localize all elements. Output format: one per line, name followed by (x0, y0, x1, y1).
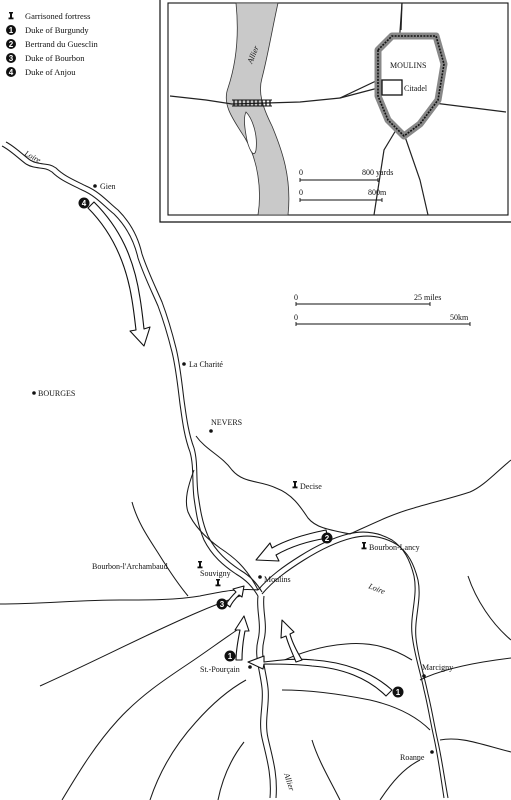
place-gien: Gien (100, 182, 116, 191)
inset-citadel (381, 79, 403, 96)
town-dot-icon (430, 750, 434, 754)
legend-label-bourbon: Duke of Bourbon (25, 53, 85, 63)
town-dot-icon (258, 575, 262, 579)
svg-text:800 yards: 800 yards (362, 168, 393, 177)
svg-text:0: 0 (299, 188, 303, 197)
place-moulins: Moulins (264, 575, 291, 584)
main-rivers (0, 141, 511, 800)
place-la-charite: La Charité (189, 360, 223, 369)
river-label-allier: Allier (282, 771, 297, 793)
inset-town-label: MOULINS (390, 61, 426, 70)
svg-text:0: 0 (299, 168, 303, 177)
town-dot-icon (209, 429, 213, 433)
river-label-loire-north: Loire (22, 148, 43, 165)
place-souvigny: Souvigny (200, 569, 231, 578)
fortress-icon (361, 542, 367, 550)
town-dot-icon (93, 184, 97, 188)
number-2-icon (321, 532, 333, 544)
svg-text:1: 1 (228, 652, 233, 661)
fortress-icon (292, 481, 298, 489)
legend-label-fortress: Garrisoned fortress (25, 11, 90, 21)
svg-text:800m: 800m (368, 188, 387, 197)
arrow-burgundy-main (247, 655, 393, 697)
number-1-icon (224, 650, 236, 662)
svg-text:1: 1 (9, 26, 14, 35)
svg-text:0: 0 (294, 313, 298, 322)
place-st-pourcain: St.-Pourçain (200, 665, 240, 674)
svg-text:50km: 50km (450, 313, 469, 322)
arrow-bourbon (225, 585, 245, 608)
town-dot-icon (182, 362, 186, 366)
town-dot-icon (422, 674, 426, 678)
svg-text:25 miles: 25 miles (414, 293, 441, 302)
place-nevers: NEVERS (211, 418, 242, 427)
legend: Garrisoned fortress 1 Duke of Burgundy 2… (6, 11, 98, 77)
places: Gien La Charité BOURGES NEVERS Decise Bo… (32, 182, 453, 762)
fortress-icon (197, 561, 203, 569)
main-scale: 0 25 miles 0 50km (294, 293, 471, 326)
svg-text:1: 1 (396, 688, 401, 697)
svg-text:3: 3 (9, 54, 14, 63)
place-bourbon-lancy: Bourbon-Lancy (369, 543, 420, 552)
town-dot-icon (248, 665, 252, 669)
number-3-icon (6, 53, 16, 63)
inset-scale: 0 800 yards 0 800m (299, 168, 393, 202)
town-dot-icon (32, 391, 36, 395)
place-decise: Decise (300, 482, 322, 491)
arrow-burgundy-branch (280, 619, 303, 663)
number-4-icon (6, 67, 16, 77)
inset-citadel-label: Citadel (404, 84, 428, 93)
number-1-icon (392, 686, 404, 698)
arrow-guesclin (255, 529, 329, 562)
svg-text:2: 2 (325, 534, 330, 543)
place-marcigny: Marcigny (422, 663, 453, 672)
svg-text:3: 3 (220, 600, 225, 609)
river-label-loire-south: Loire (366, 581, 387, 596)
number-2-icon (6, 39, 16, 49)
place-bourbon-archambaud: Bourbon-l'Archambaud (92, 562, 168, 571)
arrow-anjou (87, 201, 151, 347)
legend-label-anjou: Duke of Anjou (25, 67, 76, 77)
fortress-icon (215, 579, 221, 587)
inset-river-allier (225, 2, 290, 216)
svg-text:4: 4 (9, 68, 14, 77)
legend-label-guesclin: Bertrand du Guesclin (25, 39, 98, 49)
campaign-arrows (87, 201, 393, 697)
arrow-burgundy-north (234, 615, 250, 661)
place-roanne: Roanne (400, 753, 425, 762)
inset-bridge (232, 99, 272, 107)
svg-text:2: 2 (9, 40, 14, 49)
number-3-icon (216, 598, 228, 610)
arrow-number-badges: 4 2 3 1 1 (78, 197, 404, 698)
inset-moulins-plan: Allier MOULINS Citadel 0 800 yards 0 8 (159, 0, 511, 223)
svg-text:0: 0 (294, 293, 298, 302)
fortress-icon (8, 12, 14, 20)
number-4-icon (78, 197, 90, 209)
number-1-icon (6, 25, 16, 35)
legend-label-burgundy: Duke of Burgundy (25, 25, 89, 35)
place-bourges: BOURGES (38, 389, 75, 398)
svg-text:4: 4 (82, 199, 87, 208)
